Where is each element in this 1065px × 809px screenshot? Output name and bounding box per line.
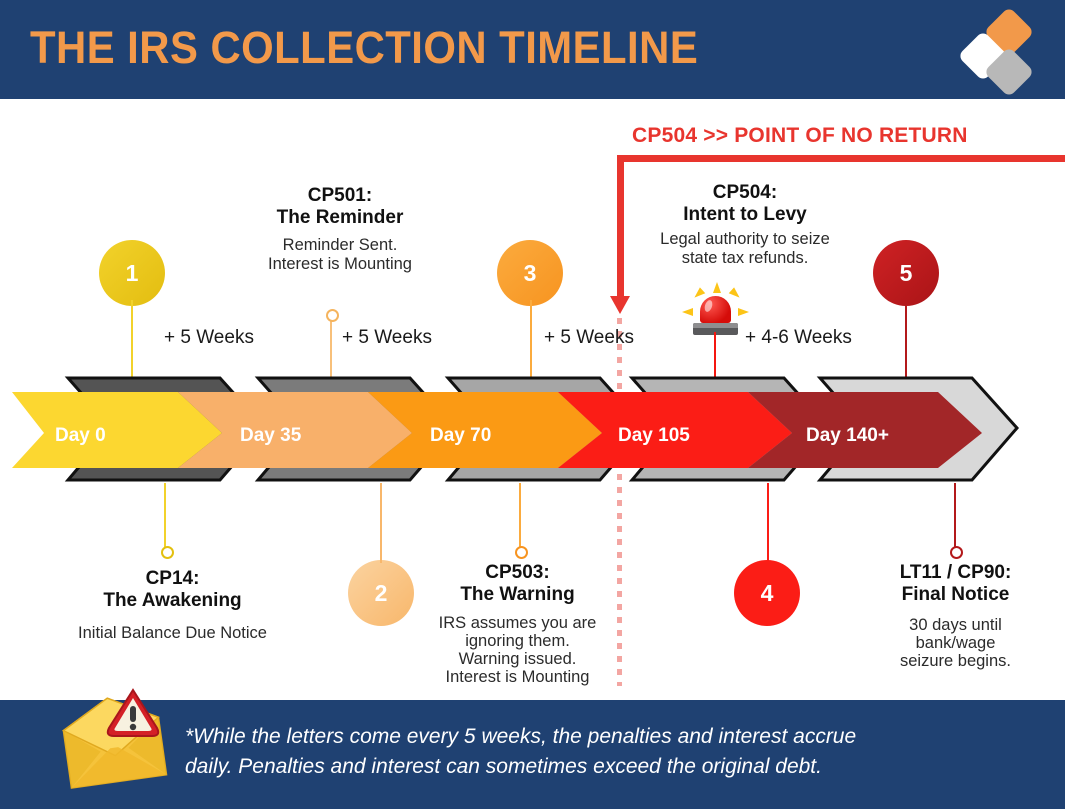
milestone-circle-4[interactable]: 4: [734, 560, 800, 626]
milestone-circle-3[interactable]: 3: [497, 240, 563, 306]
no-return-bracket-horizontal: [617, 155, 1065, 162]
cp501-code: CP501:: [307, 185, 373, 206]
connector-stem-4: [767, 483, 769, 563]
lt11-desc-line2: bank/wage: [915, 633, 996, 652]
connector-stem-cp503: [519, 483, 521, 550]
label-cp504: CP504: Intent to Levy Legal authority to…: [620, 182, 870, 269]
connector-stem-3: [530, 300, 532, 385]
gap-label-3: + 5 Weeks: [544, 327, 634, 348]
label-cp14: CP14: The Awakening Initial Balance Due …: [40, 568, 305, 643]
timeline-band-2: [178, 392, 412, 468]
milestone-circle-1[interactable]: 1: [99, 240, 165, 306]
footer-note-line1: *While the letters come every 5 weeks, t…: [185, 725, 857, 748]
timeline-label-1: Day 0: [55, 425, 106, 446]
cp14-code: CP14:: [145, 568, 200, 589]
cp503-code: CP503:: [485, 562, 550, 583]
cp503-desc-line4: Interest is Mounting: [445, 668, 590, 687]
timeline-band-group: [12, 392, 982, 468]
connector-stem-cp14: [164, 483, 166, 550]
connector-stem-siren: [714, 332, 716, 386]
brand-logo: [957, 6, 1037, 98]
timeline-band-3: [368, 392, 602, 468]
cp503-desc-line3: Warning issued.: [458, 649, 577, 668]
label-lt11-cp90: LT11 / CP90: Final Notice 30 days until …: [848, 562, 1063, 670]
cp14-name: The Awakening: [103, 589, 242, 611]
lt11-name: Final Notice: [901, 583, 1010, 605]
timeline-band-1: [12, 392, 222, 468]
no-return-bracket-vertical: [617, 155, 624, 303]
gap-label-2: + 5 Weeks: [342, 327, 432, 348]
cp504-code: CP504:: [712, 182, 778, 203]
label-cp501: CP501: The Reminder Reminder Sent. Inter…: [220, 185, 460, 275]
cp503-desc-line1: IRS assumes you are: [438, 613, 597, 632]
cp501-desc-line2: Interest is Mounting: [268, 255, 412, 274]
no-return-arrow-icon: [610, 296, 630, 314]
footer-note: *While the letters come every 5 weeks, t…: [185, 722, 975, 782]
cp503-name: The Warning: [460, 583, 575, 605]
timeline-bar: Day 0 Day 35 Day 70 Day 105 Day 140+: [12, 376, 1020, 482]
connector-dot-cp14: [161, 546, 174, 559]
lt11-desc-line1: 30 days until: [909, 615, 1002, 634]
milestone-circle-2[interactable]: 2: [348, 560, 414, 626]
header-bar: THE IRS COLLECTION TIMELINE: [0, 0, 1065, 99]
connector-stem-lt11: [954, 483, 956, 550]
siren-alert-icon: [682, 282, 749, 340]
cp501-name: The Reminder: [276, 206, 404, 228]
connector-stem-2: [380, 483, 382, 563]
lt11-code: LT11 / CP90:: [899, 562, 1012, 583]
milestone-circle-5[interactable]: 5: [873, 240, 939, 306]
connector-stem-1: [131, 300, 133, 385]
connector-dot-cp503: [515, 546, 528, 559]
label-cp503: CP503: The Warning IRS assumes you are i…: [410, 562, 625, 686]
timeline-label-2: Day 35: [240, 425, 302, 446]
lt11-desc-line3: seizure begins.: [900, 651, 1011, 670]
connector-dot-lt11: [950, 546, 963, 559]
footer-bar: [0, 700, 1065, 809]
no-return-dotted-divider: [617, 318, 622, 686]
cp14-desc: Initial Balance Due Notice: [78, 623, 267, 642]
cp504-desc-line1: Legal authority to seize: [660, 229, 830, 248]
timeline-label-3: Day 70: [430, 425, 491, 446]
connector-stem-5: [905, 300, 907, 385]
connector-dot-cp501: [326, 309, 339, 322]
point-of-no-return-banner: CP504 >> POINT OF NO RETURN: [632, 124, 968, 147]
footer-note-line2: daily. Penalties and interest can someti…: [185, 754, 822, 778]
cp501-desc-line1: Reminder Sent.: [282, 235, 398, 254]
gap-label-1: + 5 Weeks: [164, 327, 254, 348]
timeline-label-5: Day 140+: [806, 425, 889, 446]
connector-stem-cp501: [330, 315, 332, 385]
timeline-label-4: Day 105: [618, 425, 690, 446]
page-title: THE IRS COLLECTION TIMELINE: [30, 22, 699, 73]
cp504-desc-line2: state tax refunds.: [681, 249, 809, 268]
gap-label-4: + 4-6 Weeks: [745, 327, 852, 348]
timeline-band-5: [748, 392, 982, 468]
cp504-name: Intent to Levy: [683, 203, 807, 225]
cp503-desc-line2: ignoring them.: [465, 631, 570, 650]
envelope-alert-icon: [61, 688, 168, 789]
timeline-band-4: [558, 392, 792, 468]
